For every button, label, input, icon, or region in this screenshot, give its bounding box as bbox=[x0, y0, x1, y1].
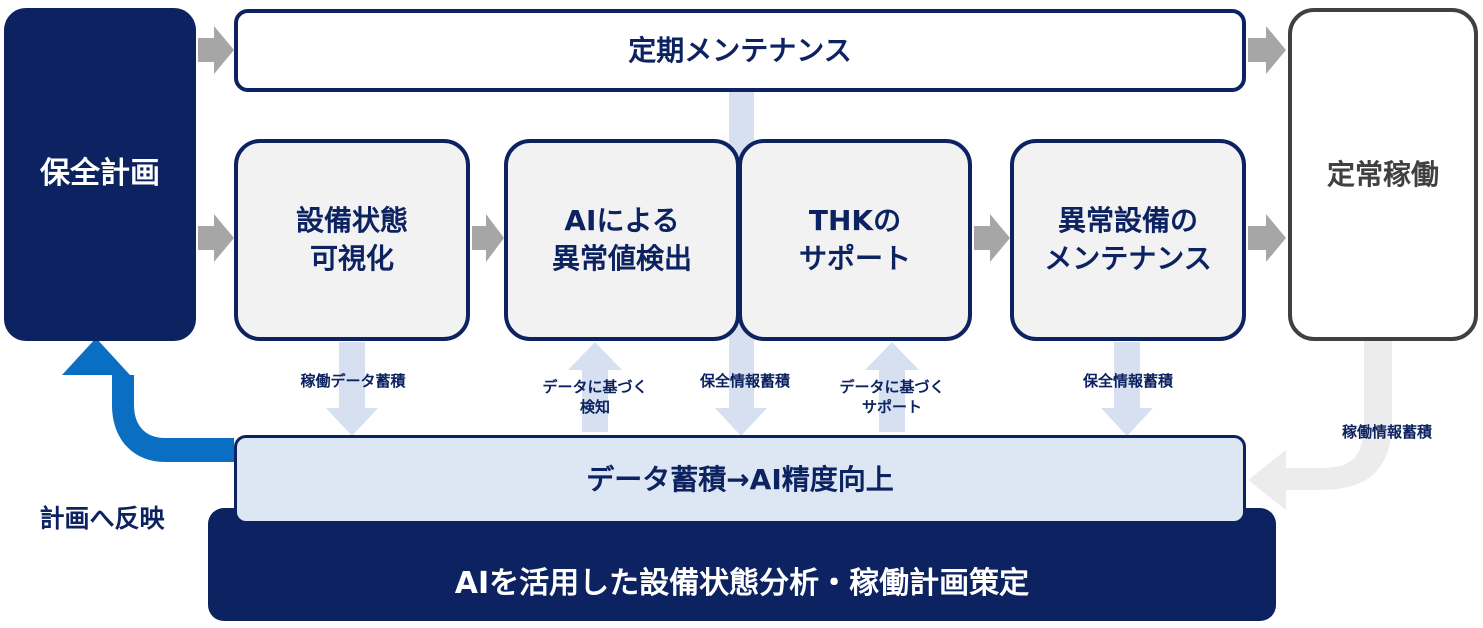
arrow-anomaly-to-steady bbox=[1248, 214, 1286, 262]
node-data-accumulation: データ蓄積→AI精度向上 bbox=[234, 435, 1246, 524]
arrow-maint-info-down bbox=[1101, 342, 1153, 436]
arrow-plan-to-periodic bbox=[198, 26, 234, 74]
label-data-support: データに基づく サポート bbox=[839, 378, 945, 416]
label-maintenance-info-1: 保全情報蓄積 bbox=[699, 372, 790, 390]
arrow-feedback-to-plan bbox=[62, 338, 234, 462]
arrow-detect-up bbox=[568, 342, 622, 432]
node-equipment-visualization: 設備状態 可視化 bbox=[234, 139, 470, 341]
node-ai-analysis-planning: AIを活用した設備状態分析・稼働計画策定 bbox=[208, 508, 1276, 621]
arrow-periodic-to-steady bbox=[1248, 26, 1286, 74]
arrow-plan-to-visualize bbox=[198, 214, 234, 262]
node-anomaly-maintenance: 異常設備の メンテナンス bbox=[1010, 139, 1246, 341]
label-data-detection: データに基づく 検知 bbox=[542, 378, 648, 416]
node-steady-operation: 定常稼働 bbox=[1288, 8, 1478, 341]
arrow-thk-to-anomaly bbox=[974, 214, 1010, 262]
label-operation-data: 稼働データ蓄積 bbox=[300, 372, 406, 390]
label-reflect-to-plan: 計画へ反映 bbox=[39, 504, 165, 533]
node-thk-support: THKの サポート bbox=[738, 139, 972, 341]
label-operation-info: 稼働情報蓄積 bbox=[1341, 423, 1432, 441]
label-maintenance-info-2: 保全情報蓄積 bbox=[1082, 372, 1173, 390]
node-ai-anomaly-detection: AIによる 異常値検出 bbox=[504, 139, 740, 341]
arrow-operation-data-down bbox=[326, 342, 378, 436]
arrow-steady-return bbox=[1248, 340, 1392, 510]
node-periodic-maintenance: 定期メンテナンス bbox=[234, 9, 1246, 92]
arrow-support-up bbox=[865, 342, 919, 432]
arrow-visualize-to-ai bbox=[472, 214, 504, 262]
node-maintenance-plan: 保全計画 bbox=[4, 8, 196, 341]
